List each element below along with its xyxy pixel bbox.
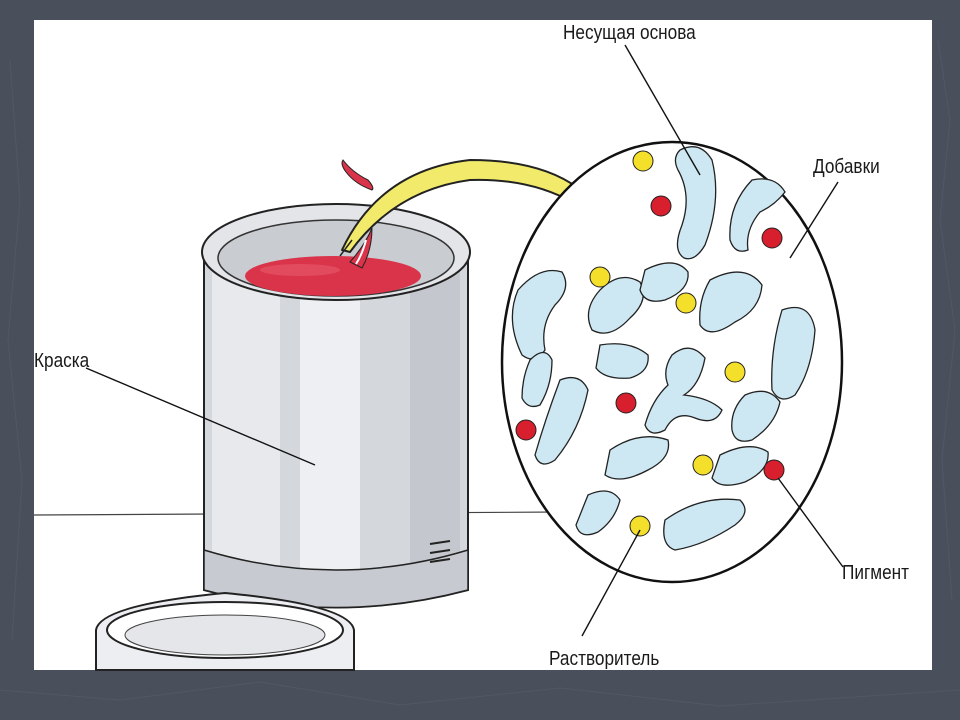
label-additives: Добавки [813, 156, 880, 178]
magnified-view [500, 140, 844, 584]
solvent-particles [589, 150, 746, 537]
paint-leader-line [85, 367, 316, 466]
solvent-leader-line [581, 529, 641, 637]
carrier-base-leader-line [624, 44, 701, 176]
carrier-base-chains [511, 146, 816, 551]
paint-splash [341, 159, 374, 269]
additives-leader-line [789, 181, 839, 259]
label-carrier-base: Несущая основа [563, 22, 696, 44]
pigment-particles [515, 195, 785, 481]
second-can-lid [95, 591, 355, 671]
paint-surface [245, 256, 421, 296]
label-pigment: Пигмент [842, 562, 910, 584]
paint-can [201, 203, 471, 609]
label-paint: Краска [34, 350, 90, 372]
pigment-leader-line [777, 477, 844, 568]
label-solvent: Растворитель [549, 648, 660, 670]
